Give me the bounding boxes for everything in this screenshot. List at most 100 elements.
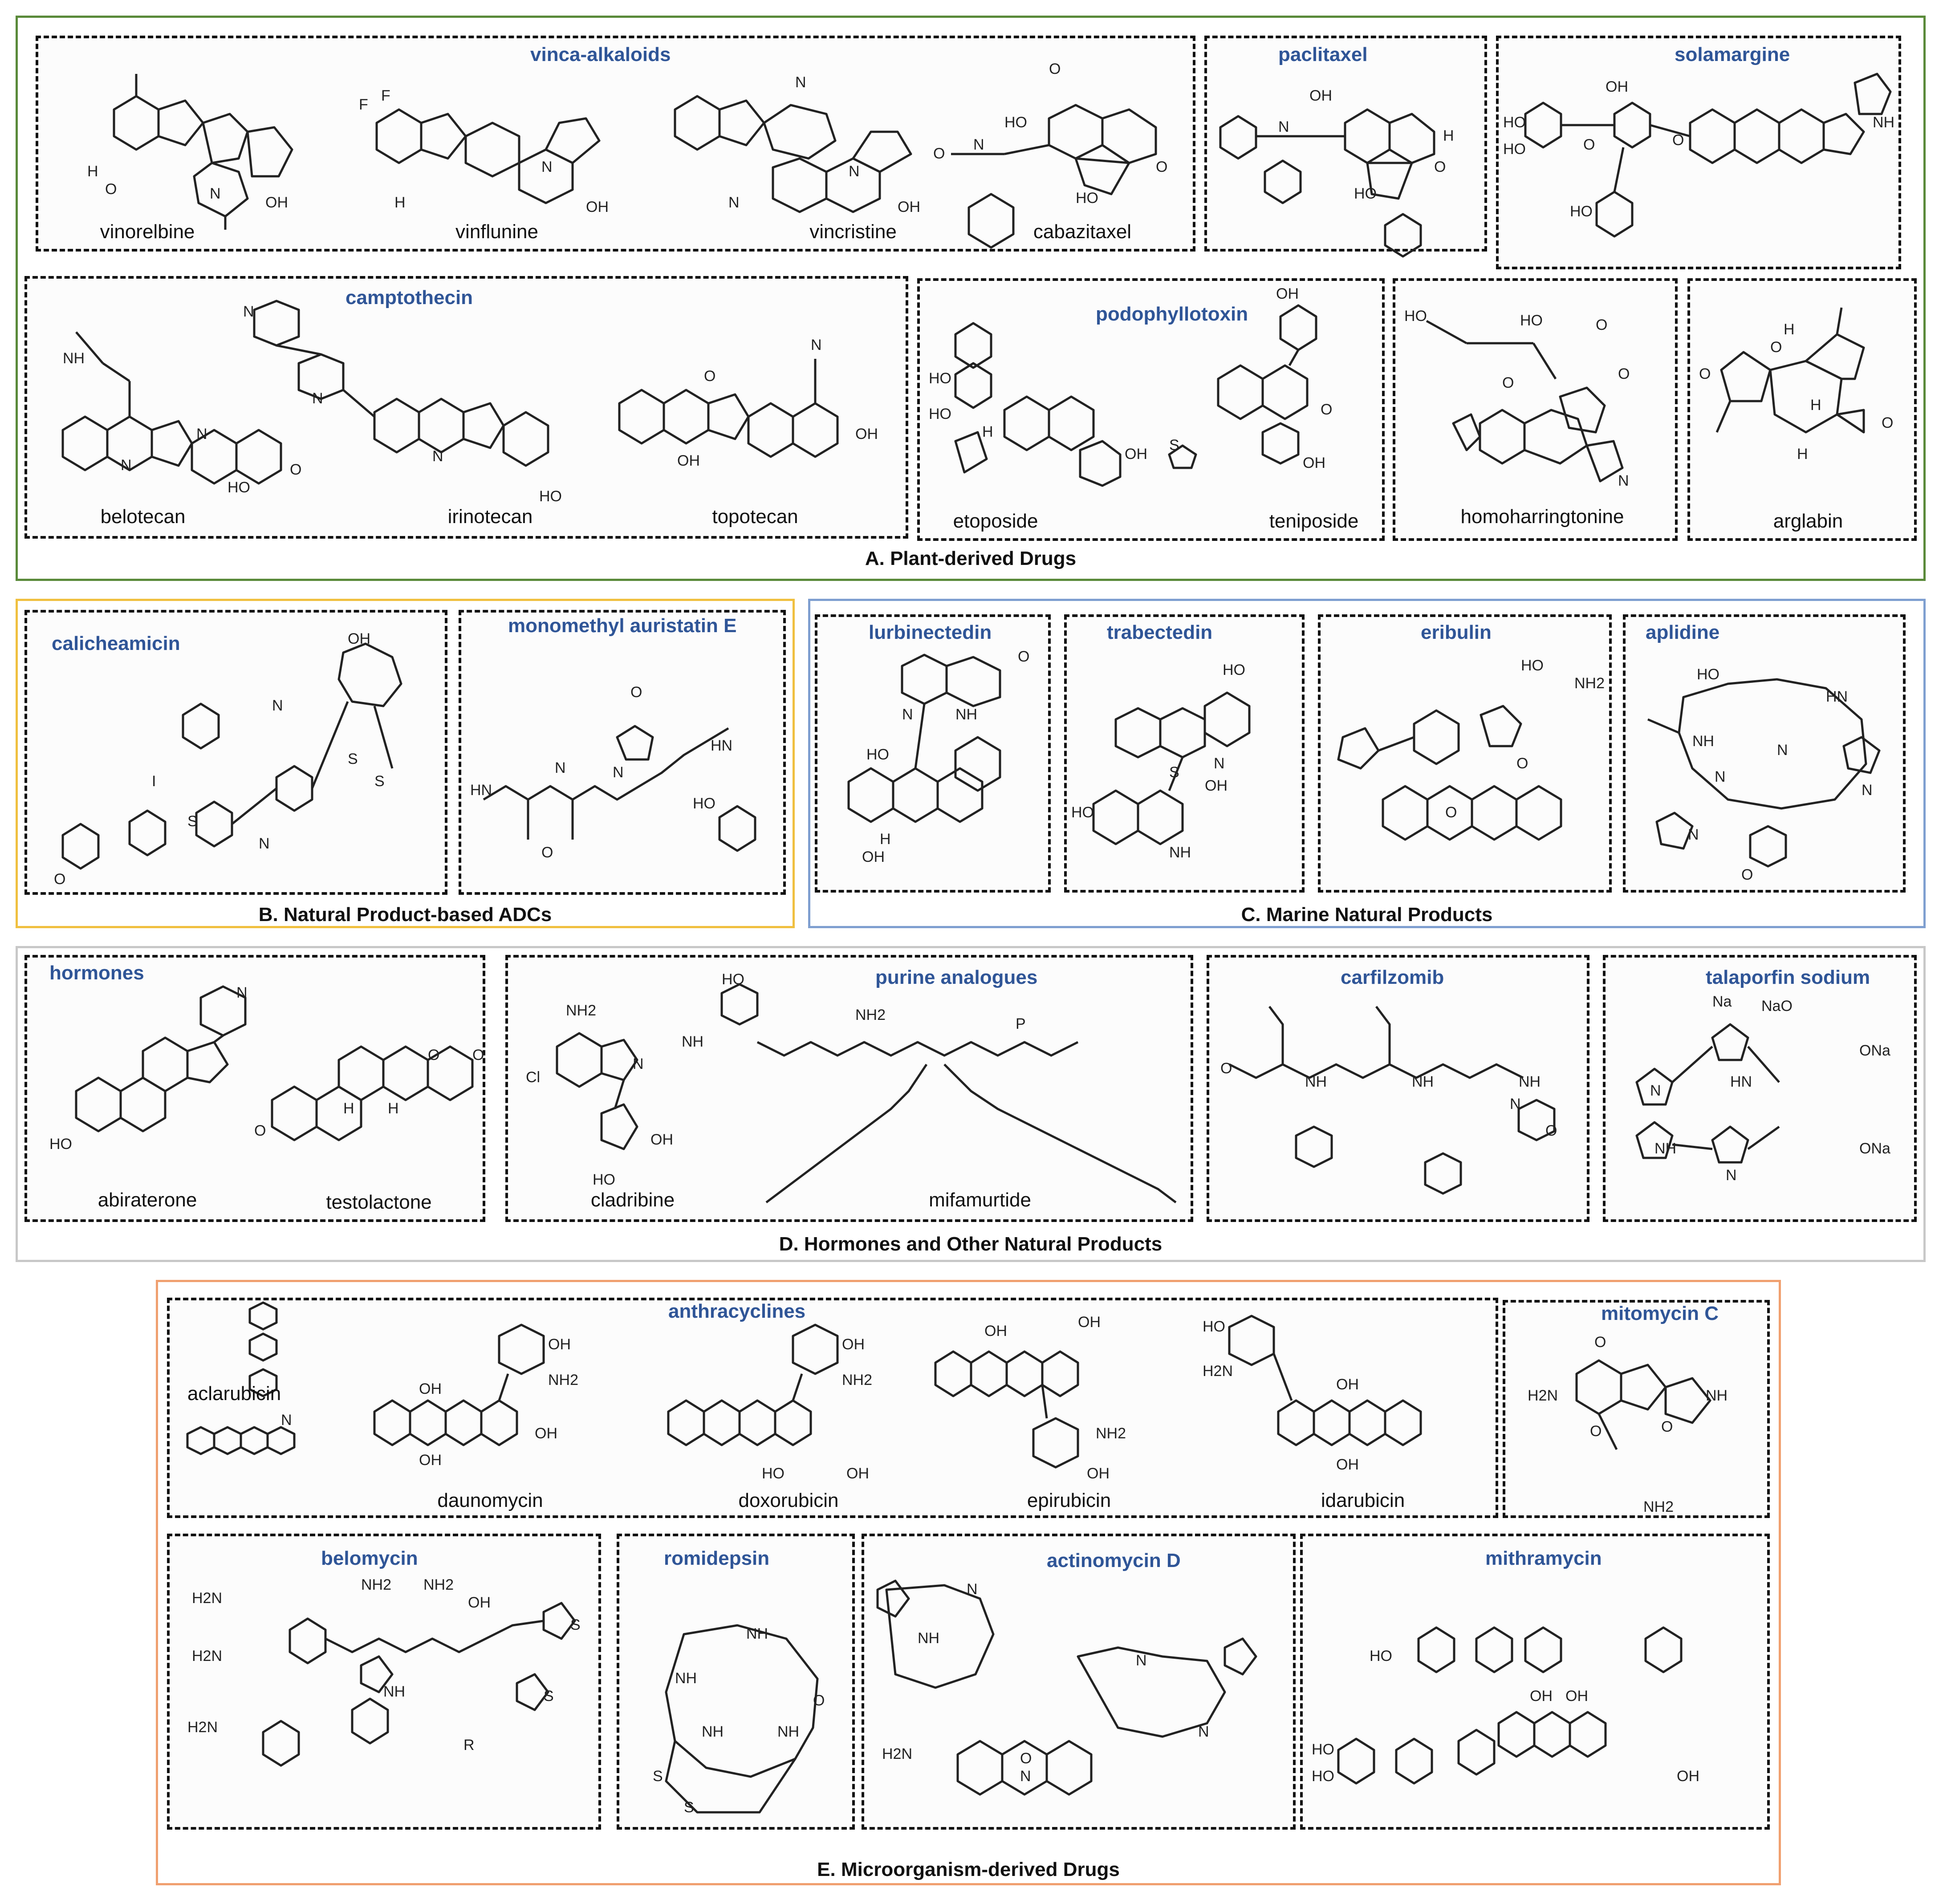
svg-text:NH: NH bbox=[1305, 1073, 1327, 1090]
svg-text:HO: HO bbox=[1404, 308, 1427, 325]
svg-text:NH2: NH2 bbox=[1096, 1425, 1126, 1442]
label-abiraterone: abiraterone bbox=[98, 1189, 197, 1211]
structure-vinorelbine: NO OHH bbox=[87, 74, 293, 230]
svg-text:H: H bbox=[982, 423, 993, 440]
group-title-hormones: hormones bbox=[49, 962, 144, 984]
svg-text:N: N bbox=[633, 1056, 644, 1072]
svg-text:NH2: NH2 bbox=[855, 1007, 886, 1023]
label-teniposide: teniposide bbox=[1269, 510, 1359, 532]
group-title-calicheamicin: calicheamicin bbox=[52, 633, 180, 654]
svg-text:O: O bbox=[1545, 1122, 1557, 1139]
svg-text:N: N bbox=[973, 136, 984, 153]
svg-text:Na: Na bbox=[1712, 993, 1732, 1010]
svg-text:OH: OH bbox=[1336, 1456, 1359, 1473]
svg-text:N: N bbox=[432, 448, 443, 465]
svg-text:O: O bbox=[1445, 804, 1457, 821]
group-title-aplidine: aplidine bbox=[1646, 621, 1720, 643]
svg-text:HN: HN bbox=[711, 737, 732, 754]
svg-text:N: N bbox=[1278, 118, 1289, 135]
svg-text:OH: OH bbox=[1205, 777, 1228, 794]
svg-text:OH: OH bbox=[842, 1336, 865, 1353]
svg-text:NH: NH bbox=[1169, 844, 1191, 861]
svg-text:NH: NH bbox=[918, 1630, 939, 1647]
svg-text:O: O bbox=[1018, 648, 1029, 665]
svg-text:N: N bbox=[728, 194, 740, 211]
svg-text:OH: OH bbox=[1276, 285, 1299, 302]
svg-text:O: O bbox=[541, 844, 553, 861]
svg-text:HO: HO bbox=[1312, 1741, 1334, 1758]
label-mifamurtide: mifamurtide bbox=[929, 1189, 1031, 1211]
svg-text:OH: OH bbox=[419, 1380, 442, 1397]
svg-text:O: O bbox=[428, 1047, 439, 1064]
svg-text:O: O bbox=[290, 461, 301, 478]
label-testolactone: testolactone bbox=[326, 1191, 432, 1213]
label-aclarubicin: aclarubicin bbox=[187, 1383, 281, 1405]
svg-text:N: N bbox=[1198, 1723, 1209, 1740]
svg-text:NH: NH bbox=[1706, 1387, 1728, 1404]
svg-text:N: N bbox=[312, 390, 323, 407]
svg-text:S: S bbox=[684, 1799, 694, 1816]
group-title-talaporfin: talaporfin sodium bbox=[1706, 966, 1870, 988]
svg-text:HN: HN bbox=[470, 782, 492, 799]
svg-text:H: H bbox=[1784, 321, 1795, 338]
svg-text:OH: OH bbox=[846, 1465, 869, 1482]
svg-text:HO: HO bbox=[1503, 141, 1526, 158]
svg-text:OH: OH bbox=[650, 1131, 673, 1148]
svg-text:N: N bbox=[1777, 742, 1788, 759]
svg-text:H2N: H2N bbox=[1203, 1363, 1233, 1380]
svg-text:N: N bbox=[1715, 768, 1726, 785]
svg-text:S: S bbox=[1169, 764, 1179, 781]
svg-text:OH: OH bbox=[348, 630, 370, 647]
svg-text:HO: HO bbox=[929, 370, 951, 387]
svg-text:N: N bbox=[1510, 1096, 1521, 1112]
svg-text:H: H bbox=[1810, 397, 1821, 414]
svg-text:O: O bbox=[54, 871, 65, 888]
svg-text:N: N bbox=[243, 303, 254, 320]
svg-text:NH: NH bbox=[675, 1670, 697, 1687]
svg-text:O: O bbox=[1156, 158, 1167, 175]
svg-text:NH2: NH2 bbox=[566, 1002, 596, 1019]
group-title-mmae: monomethyl auristatin E bbox=[508, 615, 737, 637]
section-e-title: E. Microorganism-derived Drugs bbox=[817, 1859, 1120, 1880]
svg-text:OH: OH bbox=[586, 199, 609, 215]
section-c-title: C. Marine Natural Products bbox=[1241, 904, 1493, 926]
svg-text:HO: HO bbox=[722, 971, 744, 988]
svg-text:H: H bbox=[388, 1100, 399, 1117]
svg-text:N: N bbox=[210, 185, 221, 202]
svg-text:NH: NH bbox=[1654, 1140, 1676, 1157]
svg-text:NaO: NaO bbox=[1761, 998, 1793, 1015]
svg-text:NH: NH bbox=[383, 1683, 405, 1700]
svg-text:NH2: NH2 bbox=[548, 1372, 578, 1388]
svg-text:N: N bbox=[259, 835, 270, 852]
svg-text:O: O bbox=[1594, 1334, 1606, 1351]
svg-text:OH: OH bbox=[1677, 1768, 1699, 1785]
svg-text:F: F bbox=[359, 96, 368, 113]
svg-text:O: O bbox=[1596, 317, 1607, 333]
section-d: D. Hormones and Other Natural Products bbox=[16, 946, 1926, 1262]
svg-text:O: O bbox=[1699, 365, 1711, 382]
svg-text:HO: HO bbox=[1071, 804, 1094, 821]
svg-text:I: I bbox=[152, 773, 156, 790]
svg-text:NH: NH bbox=[1692, 733, 1714, 750]
svg-text:HO: HO bbox=[762, 1465, 785, 1482]
svg-text:OH: OH bbox=[1309, 87, 1332, 104]
svg-text:NH: NH bbox=[702, 1723, 724, 1740]
